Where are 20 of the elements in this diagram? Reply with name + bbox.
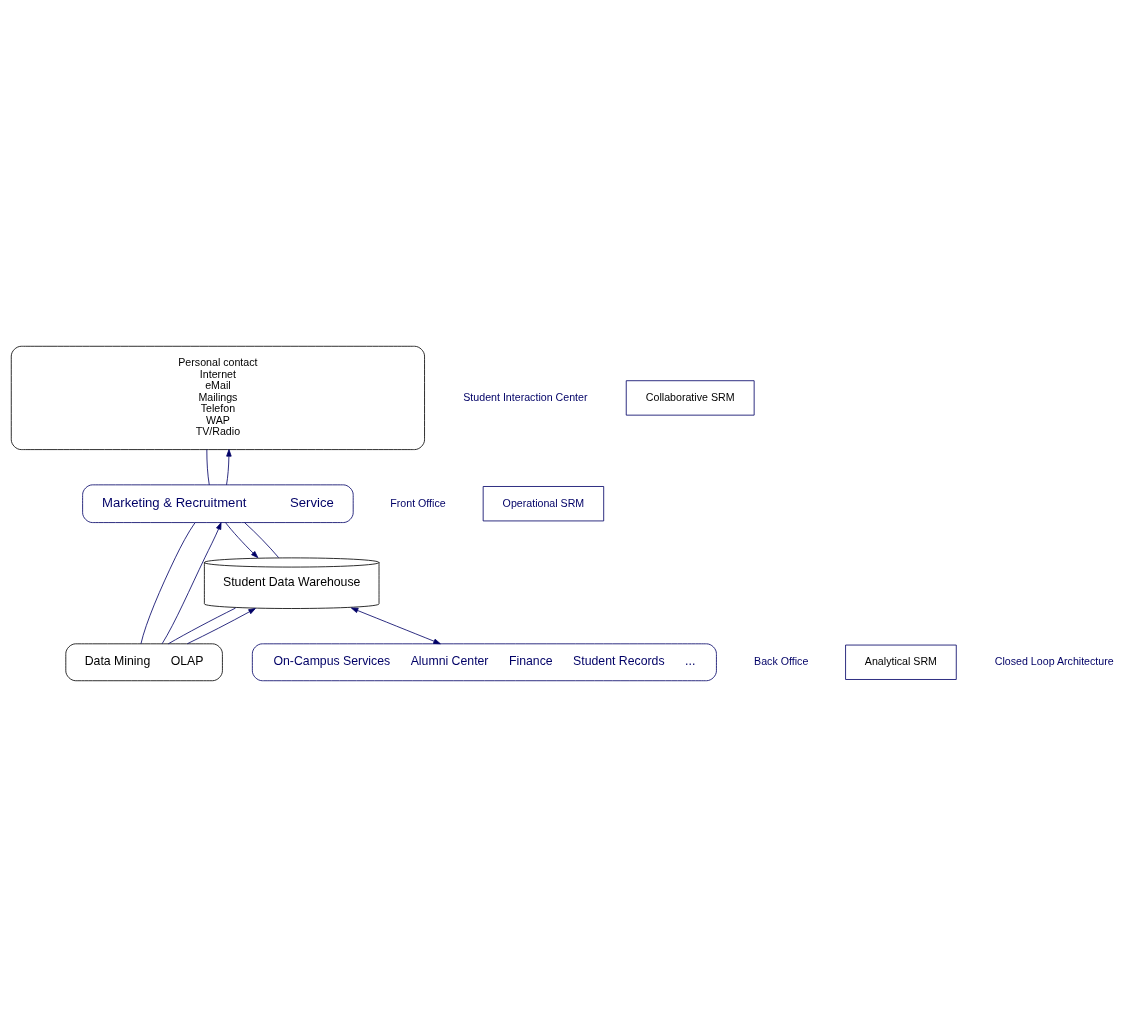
node-label: Front Office xyxy=(390,496,446,509)
node-box: Operational SRM xyxy=(482,485,605,521)
node-box: Data Mining OLAP xyxy=(65,642,223,681)
arrow xyxy=(226,448,232,485)
connector xyxy=(244,521,280,558)
arrow xyxy=(186,607,256,644)
node-box: Analytical SRM xyxy=(845,644,957,680)
node-box: Marketing & Recruitment Service xyxy=(82,483,354,523)
connector xyxy=(206,448,210,485)
node-box: Personal contact Internet eMail Mailings Telefon WAP TV/Radio xyxy=(10,345,425,450)
node-label: Student Interaction Center xyxy=(463,390,588,403)
arrow xyxy=(161,521,222,644)
connector xyxy=(140,521,196,644)
label: Closed Loop Architecture xyxy=(994,654,1114,667)
node-box: On-Campus Services Alumni Center Finance Student Records ... xyxy=(251,642,717,681)
arrow xyxy=(350,607,441,644)
node-box: Collaborative SRM xyxy=(625,379,755,416)
connector xyxy=(167,607,236,644)
node-label: Back Office xyxy=(754,654,809,667)
arrow xyxy=(225,521,259,558)
